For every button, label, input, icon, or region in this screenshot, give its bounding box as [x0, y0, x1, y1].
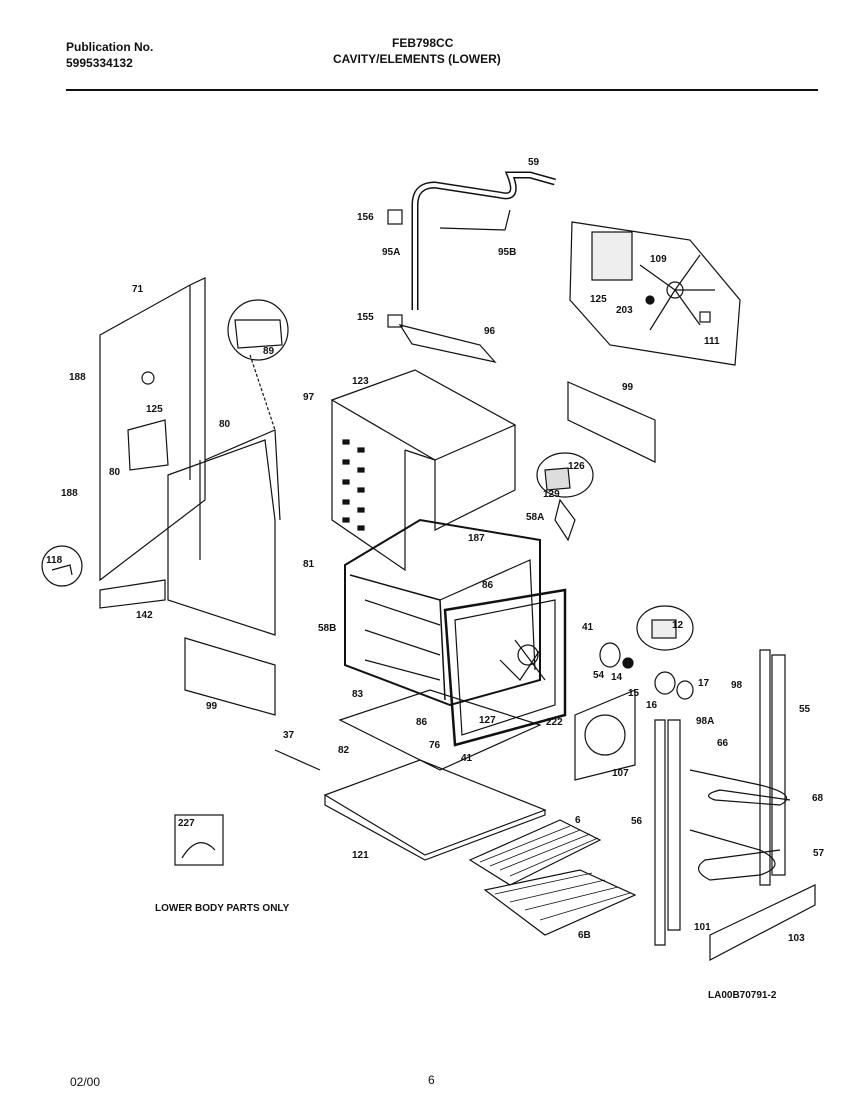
part-label: 6B: [578, 930, 591, 941]
part-label: 81: [303, 559, 315, 570]
part-label: 59: [528, 157, 540, 168]
part-label: 76: [429, 740, 441, 751]
part-label: 222: [546, 717, 563, 728]
section-title: CAVITY/ELEMENTS (LOWER): [333, 52, 501, 66]
part-label: 118: [46, 555, 63, 566]
part-label: 99: [622, 382, 634, 393]
part-label: 129: [543, 489, 560, 500]
part-label: 41: [582, 622, 594, 633]
part-label: 71: [132, 284, 144, 295]
page-number: 6: [428, 1073, 435, 1087]
part-label: 109: [650, 254, 667, 265]
part-label: 14: [611, 672, 623, 683]
part-label: 15: [628, 688, 640, 699]
part-label: 17: [698, 678, 710, 689]
part-label: 6: [575, 815, 581, 826]
part-label: 83: [352, 689, 364, 700]
part-label: 96: [484, 326, 496, 337]
part-label: 80: [219, 419, 231, 430]
part-label: 66: [717, 738, 729, 749]
part-label: 142: [136, 610, 153, 621]
part-label: 125: [590, 294, 607, 305]
part-label: 41: [461, 753, 473, 764]
part-label: 37: [283, 730, 295, 741]
part-label: 188: [61, 488, 78, 499]
part-label: 98: [731, 680, 743, 691]
part-label: 103: [788, 933, 805, 944]
part-label: 86: [482, 580, 494, 591]
part-label: 95B: [498, 247, 516, 258]
part-label: 80: [109, 467, 121, 478]
publication-number: 5995334132: [66, 56, 133, 70]
part-label: 54: [593, 670, 605, 681]
part-label: 156: [357, 212, 374, 223]
part-label: 187: [468, 533, 485, 544]
part-label: 203: [616, 305, 633, 316]
model-number: FEB798CC: [392, 36, 454, 50]
part-label: 227: [178, 818, 195, 829]
part-label: 188: [69, 372, 86, 383]
part-label: 125: [146, 404, 163, 415]
part-label: 99: [206, 701, 218, 712]
part-label: 95A: [382, 247, 400, 258]
lower-body-note: LOWER BODY PARTS ONLY: [155, 903, 290, 914]
drawing-id: LA00B70791-2: [708, 990, 777, 1001]
part-label: 123: [352, 376, 369, 387]
part-label: 55: [799, 704, 811, 715]
part-label: 56: [631, 816, 643, 827]
part-label: 58A: [526, 512, 544, 523]
header-rule: [66, 89, 818, 91]
part-label: 101: [694, 922, 711, 933]
part-label: 126: [568, 461, 585, 472]
footer-date: 02/00: [70, 1075, 101, 1089]
part-label: 12: [672, 620, 684, 631]
part-label: 97: [303, 392, 315, 403]
part-label: 57: [813, 848, 825, 859]
part-label: 127: [479, 715, 496, 726]
part-label: 121: [352, 850, 369, 861]
part-label: 107: [612, 768, 629, 779]
part-label: 89: [263, 346, 275, 357]
part-label: 86: [416, 717, 428, 728]
part-label: 58B: [318, 623, 336, 634]
part-label: 16: [646, 700, 658, 711]
part-label: 111: [704, 336, 720, 347]
part-label: 82: [338, 745, 350, 756]
part-label: 155: [357, 312, 374, 323]
publication-label: Publication No.: [66, 40, 154, 54]
part-label: 98A: [696, 716, 714, 727]
part-label: 68: [812, 793, 824, 804]
